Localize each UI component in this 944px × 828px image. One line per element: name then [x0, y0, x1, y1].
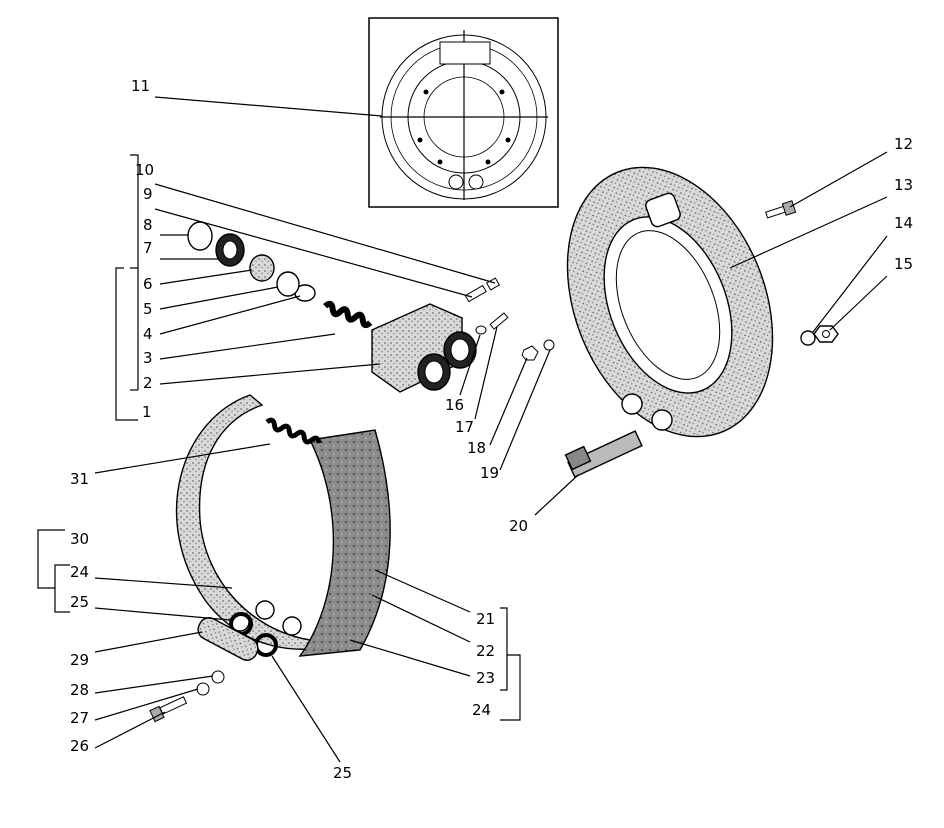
callout-11: 11: [131, 77, 151, 95]
leader-lines: [37, 96, 888, 763]
inset-backing-plate-view: [368, 17, 559, 208]
callout-26: 26: [70, 737, 90, 755]
callout-15: 15: [894, 255, 914, 273]
callout-12: 12: [894, 135, 914, 153]
nut-hole: [822, 330, 830, 338]
washer-14-part: [800, 330, 816, 346]
washer-28-part: [211, 670, 225, 684]
callout-27: 27: [70, 709, 90, 727]
callout-19: 19: [480, 464, 500, 482]
callout-5: 5: [143, 300, 153, 318]
callout-18: 18: [467, 439, 487, 457]
callout-9: 9: [143, 185, 153, 203]
spring-3-part: [323, 300, 373, 329]
callout-6: 6: [143, 275, 153, 293]
shaft-20-part: [564, 430, 643, 478]
screw-17-part: [489, 312, 509, 330]
backing-plate-part: [566, 166, 774, 438]
ring-8-part: [187, 221, 213, 251]
callout-17: 17: [455, 418, 475, 436]
washer-27-part: [196, 682, 210, 696]
callout-31: 31: [70, 470, 90, 488]
callout-7: 7: [143, 239, 153, 257]
piston-5-part: [276, 271, 300, 297]
wheel-cylinder-part: [371, 303, 477, 393]
washer-19-part: [543, 339, 555, 351]
callout-2: 2: [143, 374, 153, 392]
callout-13: 13: [894, 176, 914, 194]
bolt-12-part: [765, 200, 797, 219]
callout-28: 28: [70, 681, 90, 699]
callout-29: 29: [70, 651, 90, 669]
callout-30: 30: [70, 530, 90, 548]
callout-3: 3: [143, 349, 153, 367]
spring-31-part: [265, 417, 322, 445]
callout-21: 21: [476, 610, 496, 628]
callout-25-upper: 25: [70, 593, 90, 611]
callout-24-lining: 24: [472, 701, 492, 719]
seal-7-bore: [222, 240, 238, 260]
brake-shoe-part: [175, 394, 391, 657]
callout-22: 22: [476, 642, 496, 660]
callout-4: 4: [143, 325, 153, 343]
callout-8: 8: [143, 216, 153, 234]
callout-10: 10: [135, 161, 155, 179]
callout-24-shoe: 24: [70, 563, 90, 581]
plate-29-part: [197, 617, 259, 661]
washer-16-part: [475, 325, 487, 335]
callout-14: 14: [894, 214, 914, 232]
cap-10-part: [485, 277, 501, 291]
callout-16: 16: [445, 396, 465, 414]
nut-18-part: [521, 345, 539, 361]
boot-6-part: [249, 254, 275, 282]
callout-20: 20: [509, 517, 529, 535]
callout-25-lower: 25: [333, 764, 353, 782]
callout-23: 23: [476, 669, 496, 687]
callout-1: 1: [142, 403, 152, 421]
bleeder-9-part: [464, 284, 487, 303]
